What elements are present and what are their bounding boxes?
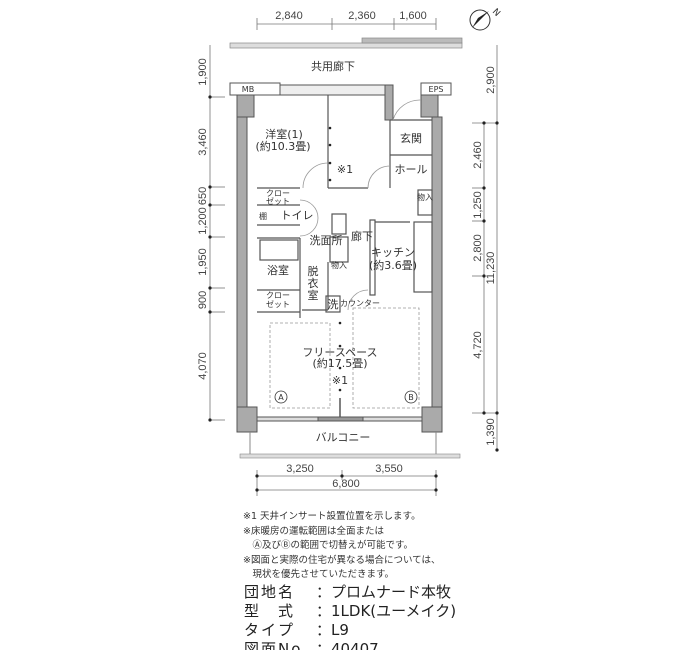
closet2-label-2: ゼット: [266, 299, 290, 309]
toilet-label: トイレ: [281, 209, 314, 222]
dim-right-1: 2,460: [472, 141, 484, 169]
dim-top-2: 2,360: [348, 10, 376, 22]
dim-left-5: 1,950: [197, 248, 209, 276]
kitchen-size: (約3.6畳): [369, 258, 417, 272]
dim-bottom-total: 6,800: [332, 478, 360, 490]
info-key: 図面No: [244, 640, 303, 650]
western-room-label: 洋室(1): [265, 127, 303, 141]
dim-right-outer-3: 1,390: [485, 418, 497, 446]
western-room-size: (約10.3畳): [255, 139, 310, 153]
closet2-label-1: クロー: [266, 291, 290, 300]
dim-left-2: 3,460: [197, 128, 209, 156]
dressing-label-1: 脱: [308, 264, 319, 278]
eps-label: EPS: [429, 85, 444, 94]
dressing-label-3: 室: [308, 288, 319, 302]
corridor-label: 共用廊下: [311, 59, 355, 73]
storage-label-1: 物入: [417, 192, 433, 202]
info-key: 型 式: [244, 602, 296, 620]
balcony-label: バルコニー: [316, 431, 371, 444]
info-value: ：40407: [316, 640, 379, 650]
info-value: ：プロムナード本牧: [316, 583, 452, 601]
note-4: ※図面と実際の住宅が異なる場合については、: [243, 554, 441, 566]
free-space-size: (約17.5畳): [312, 356, 367, 370]
info-row-type: 型 式 ：1LDK(ユーメイク): [244, 602, 456, 621]
unit-info: 団地名 ：プロムナード本牧 型 式 ：1LDK(ユーメイク) タイプ ：L9 図面No…: [244, 583, 456, 650]
info-key: タイプ: [244, 621, 296, 639]
dim-bottom-2: 3,550: [375, 463, 403, 475]
dimension-lines: [209, 18, 498, 496]
free-space-label: フリースペース: [302, 346, 377, 359]
shelf-label: 棚: [259, 211, 267, 221]
dim-left-7: 4,070: [197, 352, 209, 380]
info-value: ：L9: [316, 621, 349, 639]
dim-right-4: 4,720: [472, 331, 484, 359]
hall-label: ホール: [395, 163, 428, 176]
closet1-label-1: クロー: [266, 189, 290, 198]
dimension-dots: [208, 95, 499, 492]
storage-label-2: 物入: [331, 260, 347, 270]
dim-right-outer-1: 2,900: [485, 66, 497, 94]
partitions: [257, 95, 433, 318]
dim-right-2: 1,250: [472, 191, 484, 219]
ceiling-insert-mark-1: ※1: [337, 163, 353, 176]
info-key: 団地名: [244, 583, 296, 601]
dim-left-4: 1,200: [197, 207, 209, 235]
info-row-complex: 団地名 ：プロムナード本牧: [244, 583, 456, 602]
info-row-drawing-no: 図面No ：40407: [244, 640, 456, 650]
note-3: Ⓐ及びⒷの範囲で切替えが可能です。: [243, 540, 414, 551]
hallway-label: 廊下: [351, 229, 373, 243]
dim-left-6: 900: [197, 291, 209, 309]
dim-top-3: 1,600: [399, 10, 427, 22]
dressing-label-2: 衣: [308, 276, 319, 290]
dim-right-3: 2,800: [472, 234, 484, 262]
notes: ※1 天井インサート設置位置を示します。 ※床暖房の運転範囲は全面または Ⓐ及び…: [243, 510, 441, 583]
washroom-label: 洗面所: [310, 234, 343, 247]
floor-heating-zones: [269, 307, 420, 409]
dim-right-outer-2: 11,230: [485, 252, 497, 285]
note-1: ※1 天井インサート設置位置を示します。: [243, 511, 421, 522]
compass-icon: N: [469, 7, 502, 31]
dim-bottom-1: 3,250: [286, 463, 314, 475]
zone-b-label: B: [408, 393, 414, 402]
dim-top-1: 2,840: [275, 10, 303, 22]
note-2: ※床暖房の運転範囲は全面または: [243, 525, 384, 537]
ceiling-insert-mark-2: ※1: [332, 374, 348, 387]
bath-label: 浴室: [267, 263, 289, 277]
info-value: ：1LDK(ユーメイク): [316, 602, 457, 620]
entrance-label: 玄関: [400, 131, 422, 145]
compass-label: N: [490, 7, 502, 19]
common-corridor: [229, 37, 463, 49]
left-dimensions: 1,900 3,460 650 1,200 1,950 900 4,070 2,…: [197, 58, 497, 446]
walls: [229, 82, 452, 433]
closet1-label-2: ゼット: [266, 196, 290, 206]
info-row-subtype: タイプ ：L9: [244, 621, 456, 640]
zone-a-label: A: [278, 393, 284, 402]
dim-left-3: 650: [197, 187, 209, 205]
kitchen-label: キッチン: [371, 246, 415, 259]
ceiling-insert-dots: [328, 126, 342, 392]
door-swings: [299, 99, 422, 311]
note-5: 現状を優先させていただきます。: [243, 569, 395, 580]
balcony-rail: [239, 453, 461, 459]
counter-label: カウンター: [340, 299, 380, 308]
dim-left-1: 1,900: [197, 58, 209, 86]
mb-label: MB: [242, 85, 254, 94]
washer-label: 洗: [328, 298, 339, 311]
